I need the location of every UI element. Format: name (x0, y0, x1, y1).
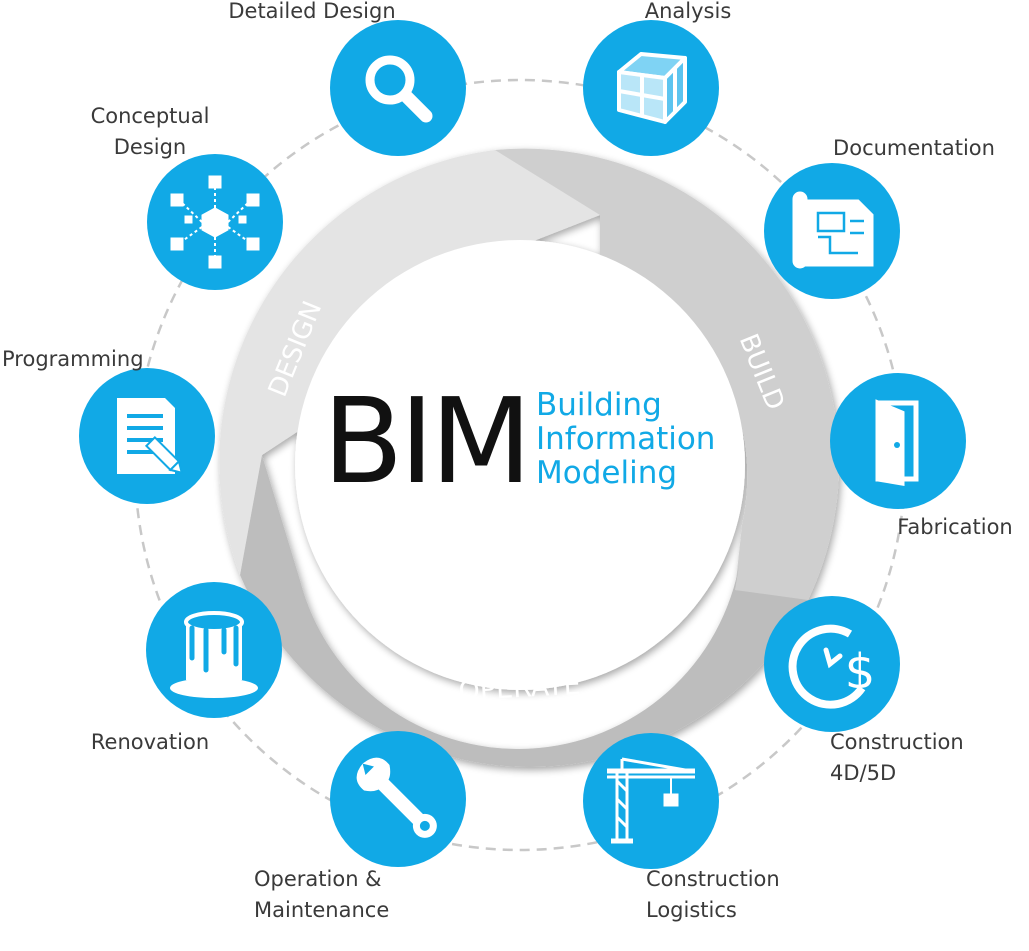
ring-segment-design (219, 150, 600, 575)
document-pencil-icon (117, 398, 184, 475)
label-line: Logistics (646, 898, 737, 922)
stage-construction-4d5d: $ (764, 596, 900, 732)
magnifier-icon (365, 55, 433, 123)
label-line: Design (113, 135, 187, 159)
label-line: Conceptual (90, 104, 210, 128)
clock-dollar-icon: $ (788, 624, 876, 709)
bim-line-modeling: Modeling (536, 455, 677, 491)
wrench-icon (356, 757, 437, 838)
label-conceptual-design: Conceptual Design (91, 101, 210, 163)
svg-text:$: $ (845, 644, 876, 700)
phase-label-operate: OPERATE (458, 670, 582, 707)
label-documentation: Documentation (833, 133, 995, 164)
stage-documentation (764, 163, 900, 299)
stage-fabrication (830, 373, 966, 509)
label-detailed-design: Detailed Design (228, 0, 395, 27)
label-line: Construction (646, 867, 780, 891)
bim-acronym: BIM (322, 372, 528, 510)
ring-segment-build (480, 148, 840, 600)
label-operation-maintenance: Operation & Maintenance (254, 864, 389, 926)
stage-detailed-design (330, 20, 466, 156)
label-line: Operation & (254, 867, 382, 891)
label-renovation: Renovation (91, 727, 209, 758)
label-fabrication: Fabrication (897, 512, 1012, 543)
stage-conceptual-design (147, 154, 283, 290)
label-construction-logistics: Construction Logistics (646, 864, 780, 926)
stage-programming (79, 368, 215, 504)
network-nodes-icon (170, 175, 260, 269)
stage-analysis (583, 20, 719, 156)
label-line: 4D/5D (830, 761, 897, 785)
label-line: Programming (2, 347, 144, 371)
lifecycle-ring (219, 148, 840, 767)
blueprint-icon (792, 191, 874, 269)
label-analysis: Analysis (645, 0, 732, 27)
label-line: Detailed Design (228, 0, 396, 23)
label-line: Construction (830, 730, 964, 754)
label-line: Maintenance (254, 898, 390, 922)
crane-icon (607, 757, 695, 844)
paint-bucket-icon (170, 611, 258, 698)
label-line: Renovation (90, 730, 210, 754)
label-construction-4d5d: Construction 4D/5D (830, 727, 964, 789)
cube-icon (617, 52, 687, 124)
label-line: Documentation (833, 136, 995, 160)
bim-line-information: Information (536, 421, 715, 457)
bim-line-building: Building (536, 387, 662, 423)
label-line: Fabrication (897, 515, 1013, 539)
door-icon (875, 399, 919, 486)
label-line: Analysis (644, 0, 732, 23)
label-programming: Programming (2, 344, 144, 375)
stage-construction-logistics (583, 733, 719, 869)
stage-renovation (146, 582, 282, 718)
stage-operation-maintenance (330, 731, 466, 867)
